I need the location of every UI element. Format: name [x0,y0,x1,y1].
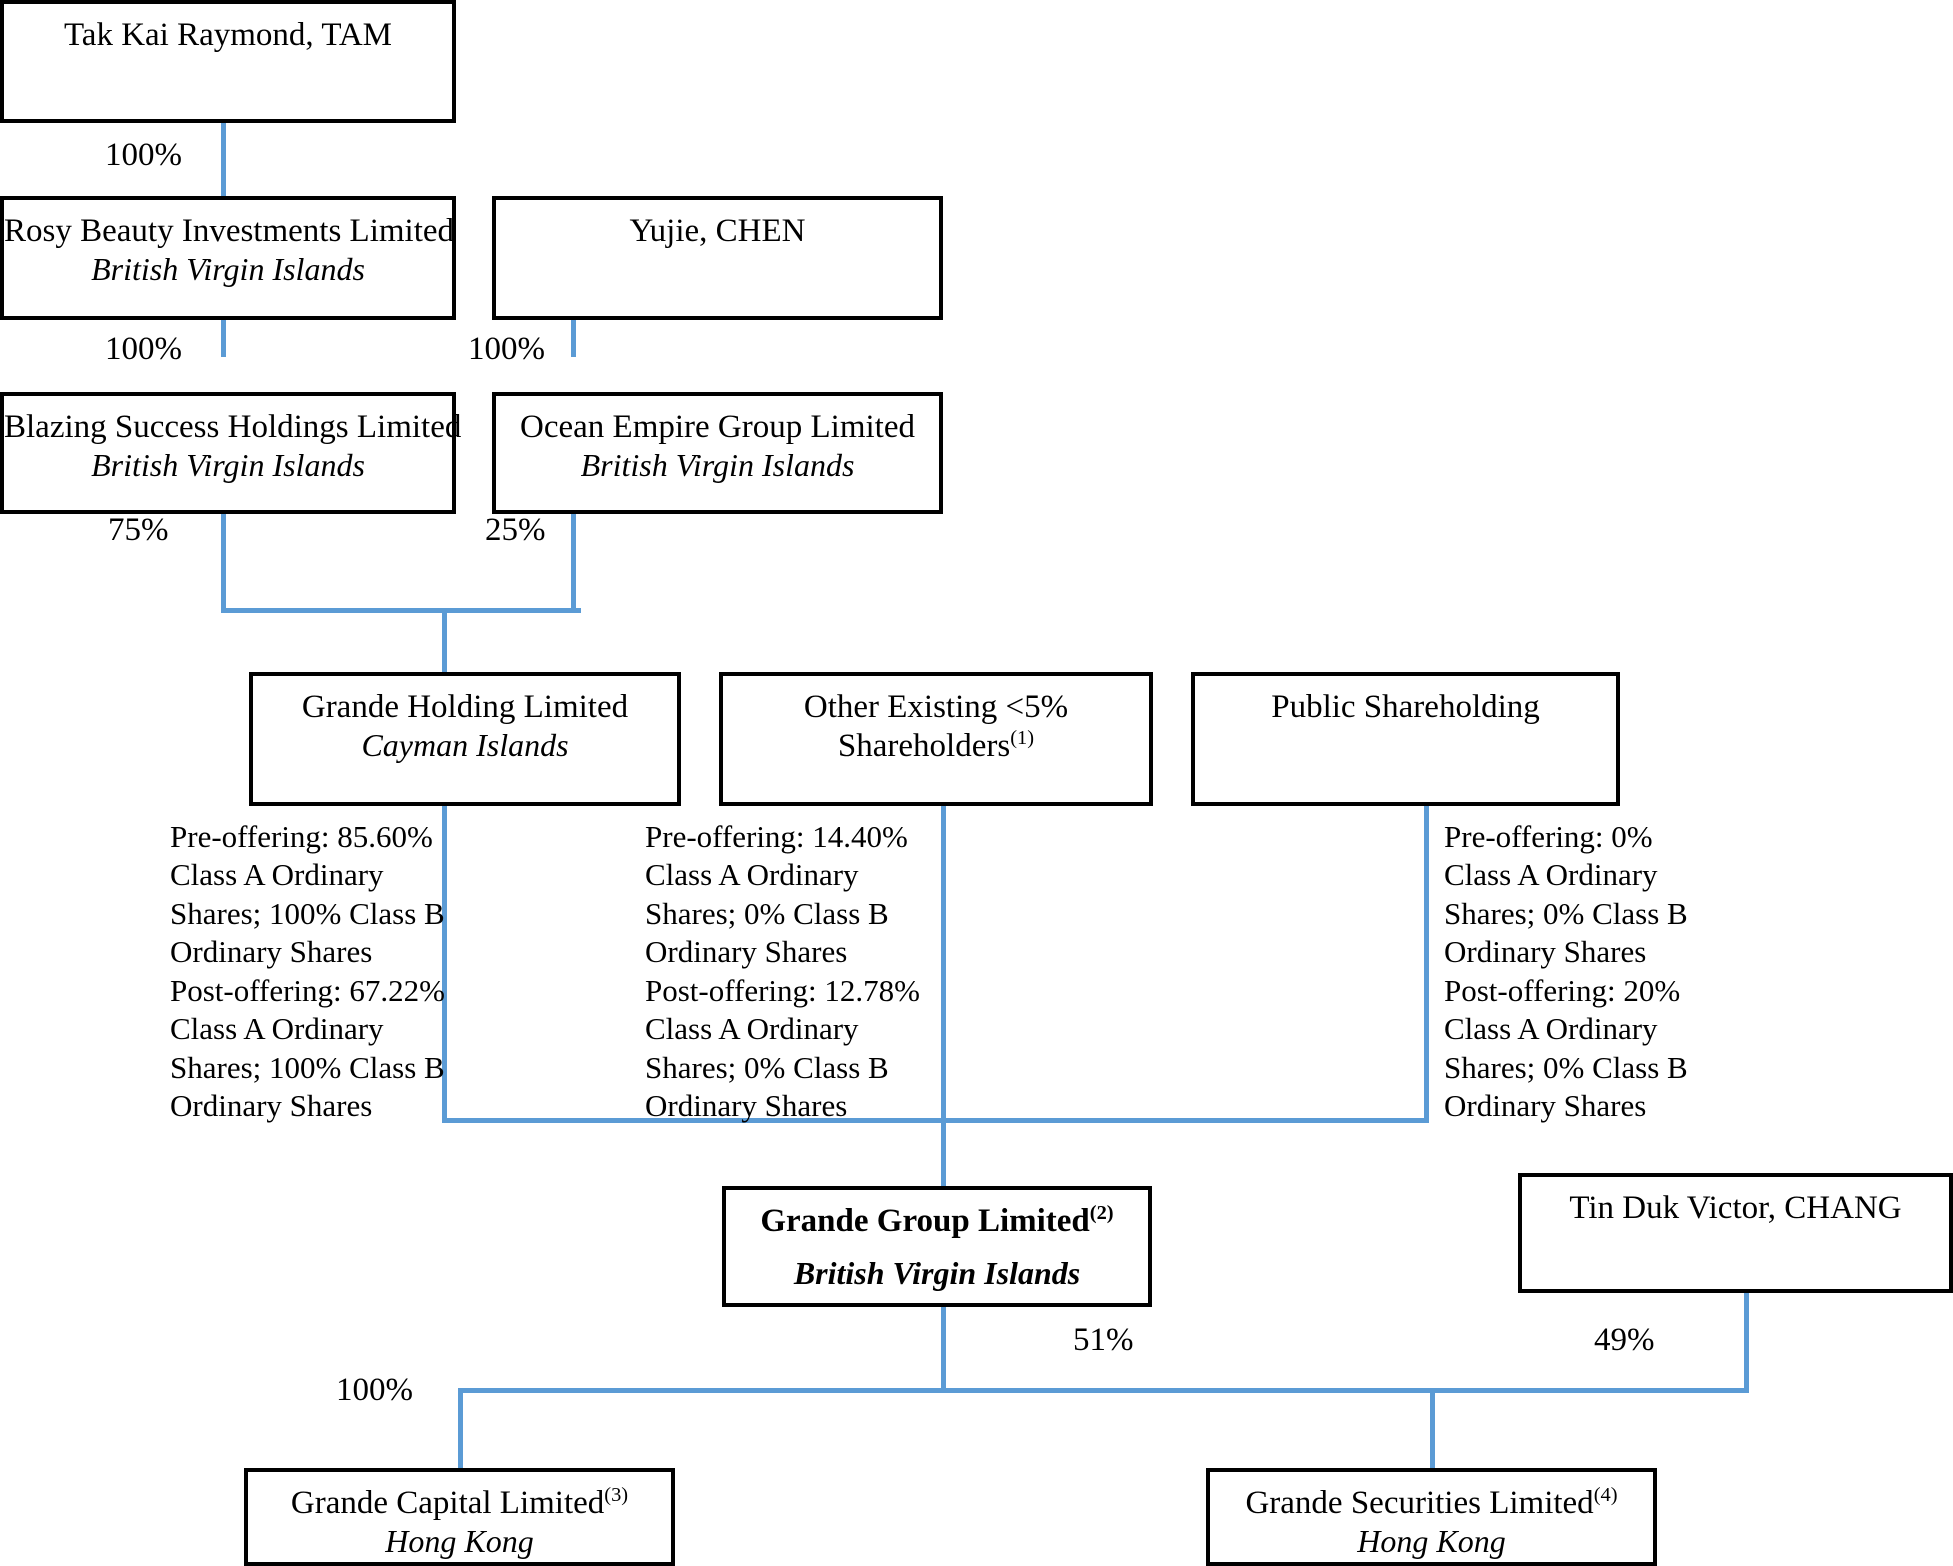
node-grande-capital-limited[interactable]: Grande Capital Limited(3) Hong Kong [244,1468,675,1566]
node-other-existing-shareholders[interactable]: Other Existing <5% Shareholders(1) [719,672,1153,806]
connector-public-down [1424,805,1429,1123]
footnote-marker: (1) [1010,726,1035,749]
node-public-shareholding[interactable]: Public Shareholding [1191,672,1620,806]
node-jurisdiction: British Virgin Islands [580,446,855,483]
connector-down-to-grande-securities [1430,1388,1435,1470]
node-label: Grande Holding Limited [301,689,629,725]
node-label: Tak Kai Raymond, TAM [63,17,393,53]
connector-grande-holding-down [442,805,447,1123]
node-ocean-empire-group[interactable]: Ocean Empire Group Limited British Virgi… [492,392,943,514]
percent-blazing-to-grande-holding: 75% [108,512,169,548]
connector-bus-down-grande-holding [442,608,447,718]
node-label: Blazing Success Holdings Limited [4,409,462,445]
ownership-detail-public: Pre-offering: 0% Class A Ordinary Shares… [1444,819,1688,1124]
node-tak-kai-raymond-tam[interactable]: Tak Kai Raymond, TAM [0,0,456,123]
connector-blazing-down [221,513,226,613]
node-jurisdiction: Cayman Islands [361,726,569,763]
percent-grande-group-to-securities: 51% [1073,1322,1134,1358]
percent-grande-group-to-capital: 100% [336,1372,413,1408]
connector-bus-down-grande-group [941,1118,946,1188]
node-grande-securities-limited[interactable]: Grande Securities Limited(4) Hong Kong [1206,1468,1657,1566]
node-jurisdiction: British Virgin Islands [91,446,365,483]
percent-ocean-to-grande-holding: 25% [485,512,546,548]
node-label: Yujie, CHEN [629,213,806,249]
node-jurisdiction: Hong Kong [1357,1522,1506,1559]
node-blazing-success-holdings[interactable]: Blazing Success Holdings Limited British… [0,392,462,514]
node-label: Rosy Beauty Investments Limited [4,213,455,249]
connector-grande-group-down [941,1305,946,1392]
node-jurisdiction: British Virgin Islands [91,250,365,287]
node-yujie-chen[interactable]: Yujie, CHEN [492,196,943,320]
node-label: Ocean Empire Group Limited [520,409,915,445]
connector-down-to-grande-capital [458,1388,463,1470]
connector-ocean-down [571,513,576,613]
percent-rosy-to-blazing: 100% [105,331,182,367]
node-label-line1: Other Existing <5% [803,689,1069,725]
node-jurisdiction: British Virgin Islands [793,1254,1081,1291]
footnote-marker: (3) [604,1484,629,1506]
footnote-marker: (4) [1593,1484,1618,1506]
percent-chen-to-ocean: 100% [468,331,545,367]
node-label: Grande Securities Limited(4) [1245,1484,1618,1521]
node-label: Grande Group Limited(2) [760,1202,1114,1239]
node-grande-holding-limited[interactable]: Grande Holding Limited Cayman Islands [249,672,681,806]
percent-chang-to-securities: 49% [1594,1322,1655,1358]
node-grande-group-limited[interactable]: Grande Group Limited(2) British Virgin I… [722,1186,1152,1307]
node-tin-duk-victor-chang[interactable]: Tin Duk Victor, CHANG [1518,1173,1953,1293]
ownership-detail-other-shareholders: Pre-offering: 14.40% Class A Ordinary Sh… [645,819,920,1124]
ownership-detail-grande-holding: Pre-offering: 85.60% Class A Ordinary Sh… [170,819,445,1124]
connector-tam-to-rosy [221,101,226,197]
node-label: Public Shareholding [1271,689,1540,725]
node-jurisdiction: Hong Kong [385,1522,534,1559]
percent-tam-to-rosy: 100% [105,137,182,173]
connector-other-shareholders-down [941,805,946,1123]
connector-bus-to-grande-holding [221,608,581,613]
node-label: Grande Capital Limited(3) [290,1484,629,1521]
connector-bus-bottom [458,1388,1749,1393]
node-label-line2: Shareholders(1) [837,726,1035,764]
connector-bus-to-grande-group [442,1118,1429,1123]
connector-chang-down [1744,1290,1749,1392]
node-rosy-beauty-investments[interactable]: Rosy Beauty Investments Limited British … [0,196,456,320]
node-label: Tin Duk Victor, CHANG [1569,1190,1902,1226]
footnote-marker: (2) [1089,1202,1114,1224]
